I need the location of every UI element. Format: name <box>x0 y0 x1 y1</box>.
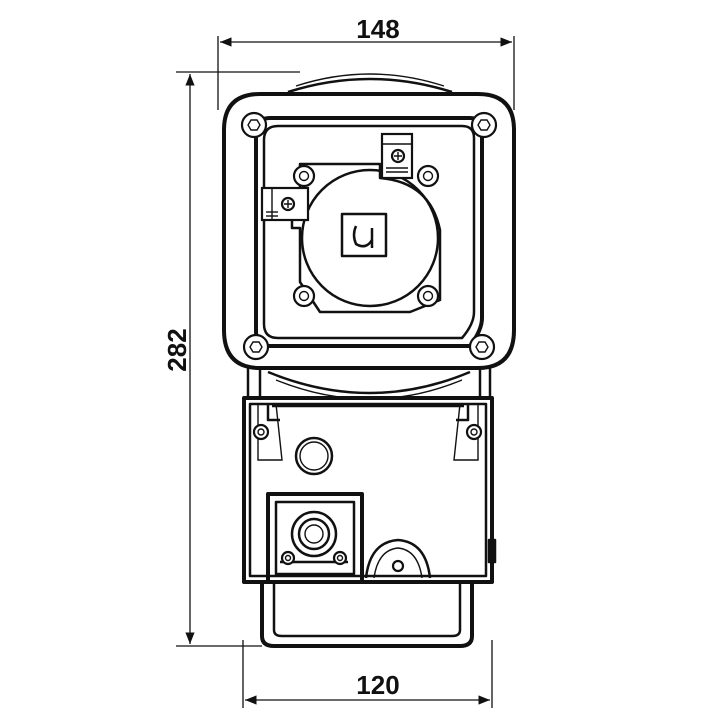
disc-screw-icon <box>416 284 440 308</box>
handwheel-boss <box>364 538 432 579</box>
disc-screw-icon <box>292 284 316 308</box>
base-frame <box>260 582 474 648</box>
dimension-top-width: 148 <box>217 14 515 110</box>
lower-housing <box>242 396 497 584</box>
limit-switch-block <box>260 186 310 222</box>
corner-screw-icon <box>465 423 483 441</box>
housing-neck <box>246 366 492 400</box>
corner-screw-icon <box>468 333 496 361</box>
dimension-label-bottom-width: 120 <box>356 670 399 700</box>
corner-screw-icon <box>470 111 498 139</box>
dimension-height: 282 <box>162 71 300 647</box>
disc-screw-icon <box>292 164 316 188</box>
disc-screw-icon <box>416 164 440 188</box>
dimension-label-top-width: 148 <box>356 14 399 44</box>
indicator-disc <box>290 162 442 314</box>
vent-plug <box>294 436 334 476</box>
limit-switch-block <box>380 132 414 180</box>
corner-screw-icon <box>242 333 270 361</box>
corner-screw-icon <box>240 111 268 139</box>
dimension-label-height: 282 <box>162 328 192 371</box>
cable-entry <box>266 492 364 584</box>
dimension-bottom-width: 120 <box>242 640 493 708</box>
corner-screw-icon <box>252 423 270 441</box>
